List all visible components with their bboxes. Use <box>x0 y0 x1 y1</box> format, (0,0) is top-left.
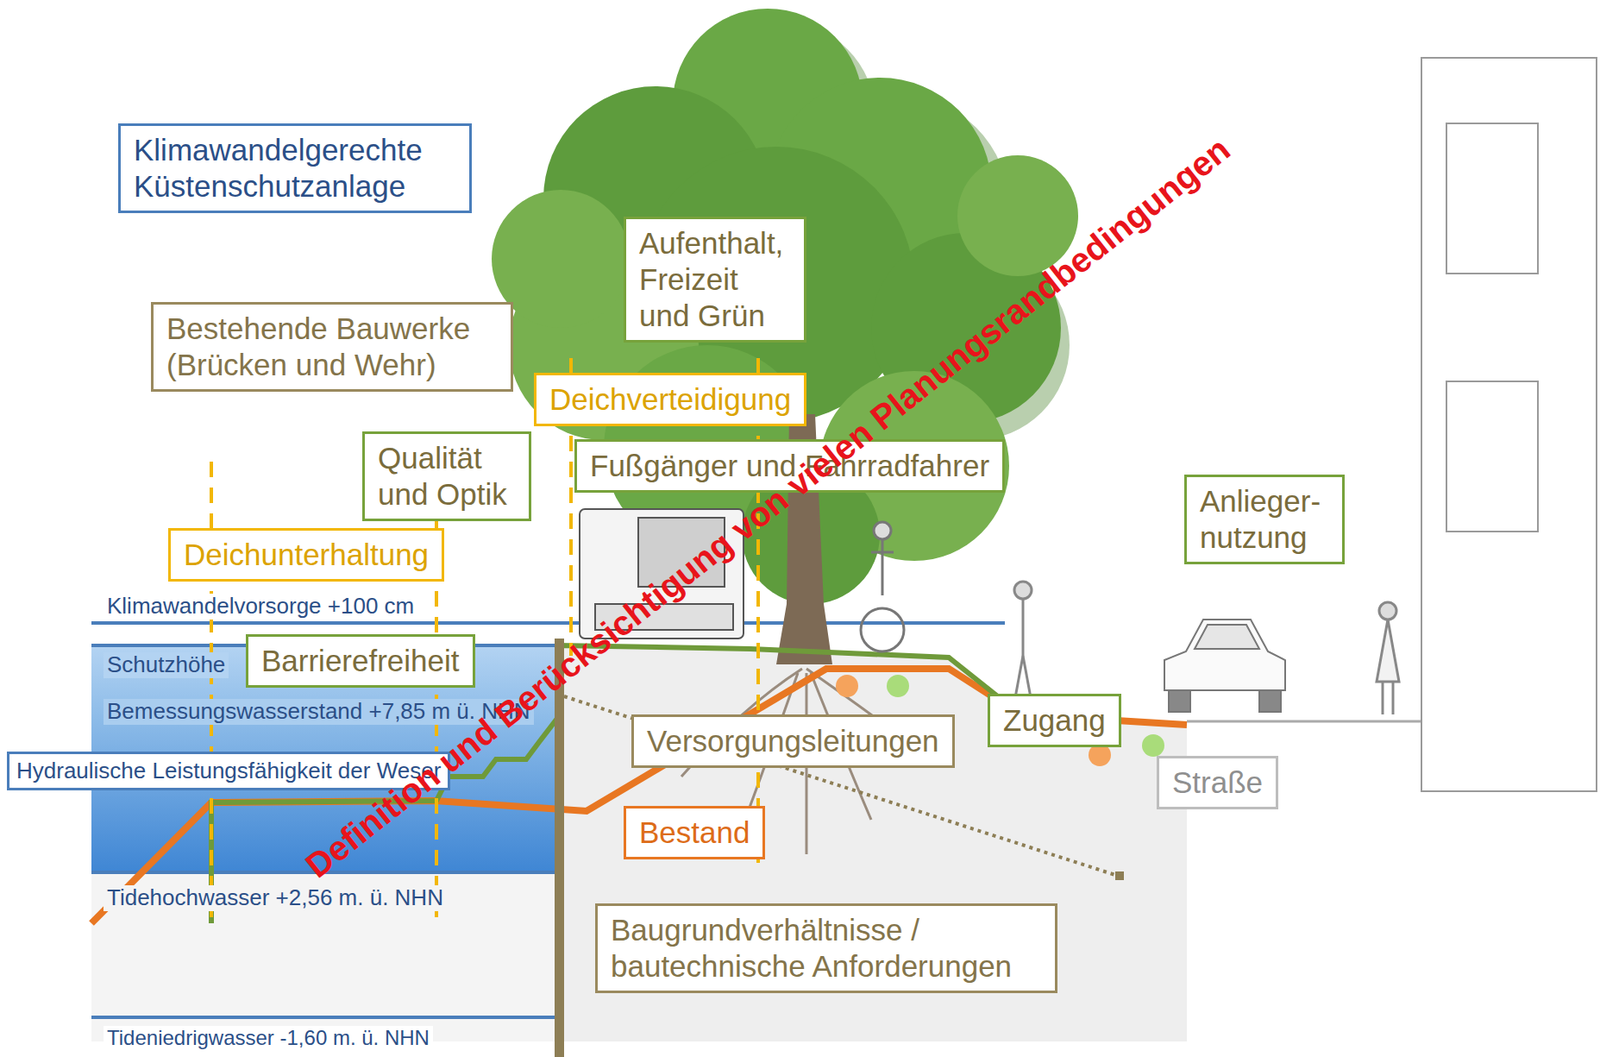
window <box>1446 123 1538 274</box>
requirement-box: Anlieger- nutzung <box>1184 474 1345 565</box>
requirement-box: Qualität und Optik <box>362 431 532 521</box>
dike-body <box>558 645 1187 1042</box>
box-text: Qualität und Optik <box>377 439 516 513</box>
pedestrian <box>1376 602 1400 715</box>
box-text: Deichverteidigung <box>549 381 791 418</box>
existing-profile <box>91 668 1187 923</box>
anchor-end <box>1115 871 1124 880</box>
car-wheel <box>1259 690 1281 712</box>
requirement-box: Straße <box>1156 755 1279 810</box>
requirement-box: Zugang <box>987 693 1122 747</box>
legend-box: Bestand <box>623 805 766 860</box>
car-window <box>1194 624 1260 649</box>
requirement-box: Baugrundverhältnisse / bautechnische Anf… <box>595 903 1058 993</box>
pipe-dot <box>1141 734 1165 757</box>
pipe-dot <box>886 674 910 697</box>
requirement-box: Versorgungsleitungen <box>631 714 955 768</box>
requirement-box: Aufenthalt, Freizeit und Grün <box>623 216 807 343</box>
box-text: Anlieger- nutzung <box>1199 483 1330 556</box>
building <box>1421 57 1597 791</box>
pedestrian <box>1014 581 1032 703</box>
body <box>881 539 885 596</box>
box-text: Barrierefreiheit <box>261 642 460 679</box>
head <box>873 521 891 540</box>
water-level-label: Tideniedrigwasser -1,60 m. ü. NHN <box>103 1025 433 1050</box>
water-level-label: Klimawandelvorsorge +100 cm <box>103 593 418 620</box>
sheet-pile <box>554 638 565 1057</box>
box-text: Versorgungsleitungen <box>646 722 940 760</box>
box-text: Klimawandelgerechte Küstenschutzanlage <box>133 131 457 205</box>
level-line <box>91 621 1005 625</box>
window <box>1446 381 1538 532</box>
box-text: Zugang <box>1003 702 1106 739</box>
head <box>1014 581 1032 599</box>
car <box>1164 619 1286 712</box>
dashed-line <box>756 357 760 863</box>
cyclist <box>860 521 904 652</box>
box-text: Bestand <box>639 814 750 851</box>
box-text: Bestehende Bauwerke (Brücken und Wehr) <box>166 310 498 383</box>
box-text: Baugrundverhältnisse / bautechnische Anf… <box>610 911 1042 985</box>
requirement-box: Deichverteidigung <box>533 372 807 427</box>
body <box>1376 619 1400 682</box>
box-text: Deichunterhaltung <box>183 536 429 573</box>
water-level-label: Tidehochwasser +2,56 m. ü. NHN <box>103 884 447 911</box>
head <box>1379 602 1397 620</box>
street-line <box>1186 720 1422 723</box>
anchor-line <box>564 696 1118 876</box>
wheel <box>860 608 904 652</box>
box-text: Aufenthalt, Freizeit und Grün <box>639 225 791 334</box>
car-wheel <box>1168 690 1191 712</box>
car-body <box>1164 619 1286 691</box>
requirement-box: Deichunterhaltung <box>168 527 445 582</box>
level-line <box>91 1015 559 1019</box>
handlebar <box>871 551 894 554</box>
water-level-label: Schutzhöhe <box>103 652 229 678</box>
requirement-box: Hydraulische Leistungsfähigkeit der Wese… <box>6 751 451 791</box>
leg <box>1392 681 1395 715</box>
pipe-dot <box>835 674 859 697</box>
box-text: Hydraulische Leistungsfähigkeit der Wese… <box>16 757 441 785</box>
leg <box>1381 681 1385 715</box>
box-text: Straße <box>1172 764 1263 801</box>
body <box>1022 598 1025 656</box>
requirement-box: Barrierefreiheit <box>245 633 476 688</box>
title-box: Klimawandelgerechte Küstenschutzanlage <box>118 123 472 214</box>
ground-area <box>91 872 559 1042</box>
requirement-box: Bestehende Bauwerke (Brücken und Wehr) <box>150 301 514 392</box>
